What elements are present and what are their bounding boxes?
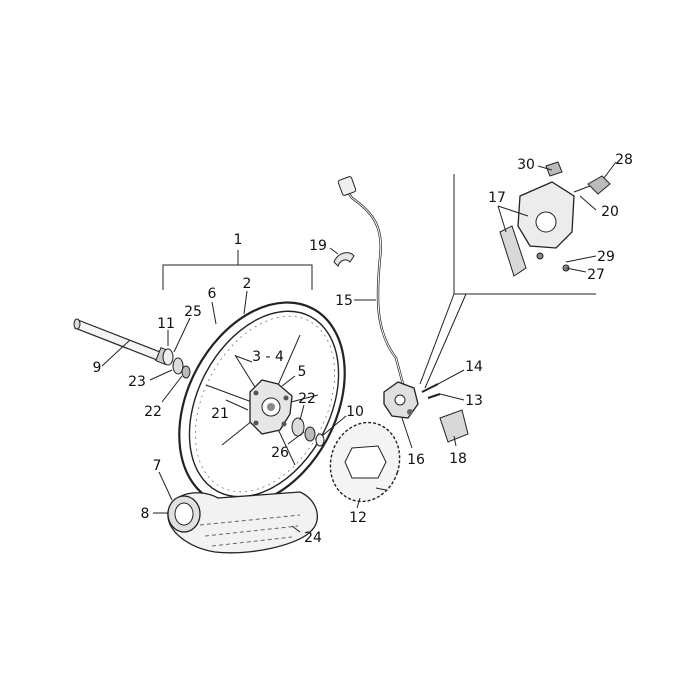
callout-2: 2 [243,276,252,292]
callout-3-4: 3 - 4 [252,349,284,365]
callout-15: 15 [335,293,353,309]
callout-23: 23 [128,374,146,390]
callout-22-left: 22 [144,404,162,420]
callout-12: 12 [349,510,367,526]
callout-19: 19 [309,238,327,254]
left-spacer-parts [162,348,191,379]
detail-callout-lines [419,174,596,389]
tire [167,491,318,554]
right-spacer-parts [291,417,325,447]
callout-22-right: 22 [298,391,316,407]
brake-disc [329,421,401,503]
brake-caliper [383,381,419,419]
hose-clip [333,252,355,267]
callout-14: 14 [465,359,483,375]
callout-7: 7 [153,458,162,474]
callout-9: 9 [93,360,102,376]
callout-24: 24 [304,530,322,546]
callout-26: 26 [271,445,289,461]
callout-20: 20 [601,204,619,220]
callout-17: 17 [488,190,506,206]
callout-8: 8 [141,506,150,522]
callout-13: 13 [465,393,483,409]
brake-hose [337,176,406,389]
callout-labels: 1 2 3 - 4 5 6 7 8 9 10 11 12 13 14 15 16… [93,152,633,546]
callout-30: 30 [517,157,535,173]
pad-shim [439,409,469,443]
callout-21: 21 [211,406,229,422]
callout-29: 29 [597,249,615,265]
callout-16: 16 [407,452,425,468]
callout-1: 1 [234,232,243,248]
wheel-assembly-bracket [162,250,313,290]
callout-6: 6 [208,286,217,302]
callout-5: 5 [298,364,307,380]
leader-lines [101,161,617,533]
caliper-detail [499,161,611,277]
wheel-hub [249,379,293,435]
callout-18: 18 [449,451,467,467]
axle [73,318,171,366]
callout-25: 25 [184,304,202,320]
callout-10: 10 [346,404,364,420]
callout-28: 28 [615,152,633,168]
callout-11: 11 [157,316,175,332]
caliper-bolts [421,383,441,399]
callout-27: 27 [587,267,605,283]
